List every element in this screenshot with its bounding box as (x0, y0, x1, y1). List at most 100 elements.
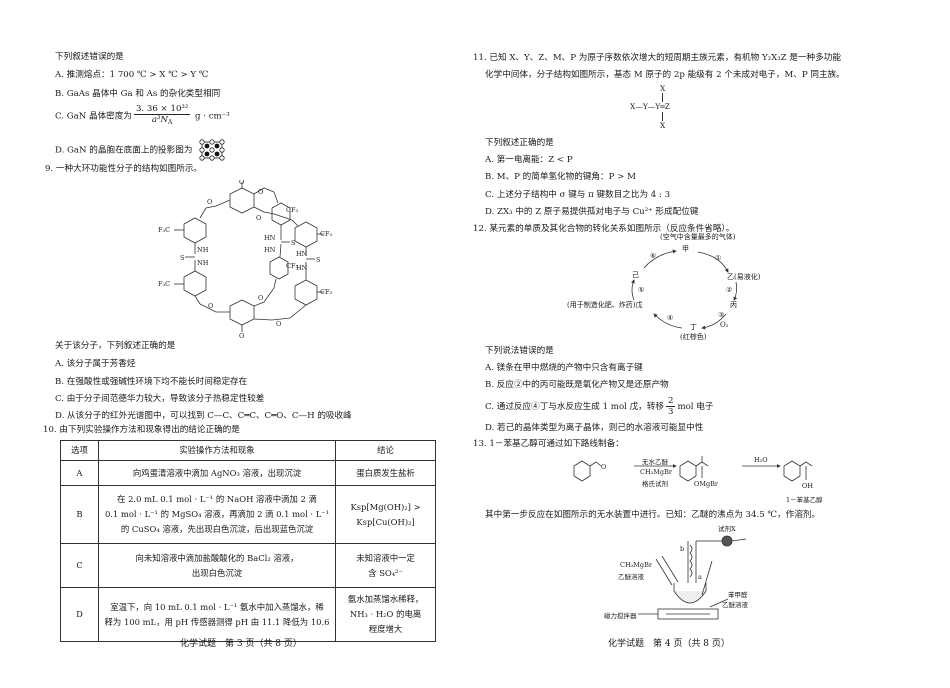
step-5: ⑤ (638, 286, 645, 294)
svg-text:S: S (316, 256, 320, 264)
compound-wu: (用于制造化肥、炸药)戊 (567, 301, 643, 309)
option-cell: A (60, 460, 99, 486)
svg-text:S: S (291, 239, 295, 247)
compound-ding: 丁 (690, 323, 697, 331)
stirrer-label: 磁力搅拌器 (604, 612, 637, 620)
synthesis-route: O 无水乙醚 CH₃MgBr 格氏试剂 OMgBr H₂O OH 1－苯基乙醇 (570, 452, 870, 512)
q11-structure: X X—Y—Y═Z X (630, 84, 710, 130)
q11-option-d: D. ZX₃ 中的 Z 原子易提供孤对电子与 Cu²⁺ 形成配位键 (485, 207, 699, 217)
procedure-line: 向未知溶液中滴加盐酸酸化的 BaCl₂ 溶液， (135, 552, 299, 563)
bond-line (662, 93, 663, 102)
conclusion-line: 蛋白质发生盐析 (356, 467, 415, 478)
conclusion-line: 氨水加蒸馏水稀释， (347, 594, 424, 604)
product-group: OH (802, 482, 813, 490)
procedure-line: 室温下，向 10 mL 0.1 mol · L⁻¹ 氨水中加入蒸馏水，稀 (110, 601, 324, 612)
procedure-cell: 向鸡蛋清溶液中滴加 AgNO₃ 溶液，出现沉淀 (97, 460, 337, 486)
conversion-cycle-diagram: (空气中含量最多的气体) 甲 ① 乙(易液化) ② 丙 ③ O₂ 丁 (红棕色)… (567, 232, 810, 342)
procedure-line: 0.1 mol · L⁻¹ 的 MgSO₄ 溶液，再滴加 2 滴 0.1 mol… (104, 509, 330, 519)
aldehyde-oxygen: O (601, 463, 607, 471)
q11-option-a: A. 第一电离能：Z < P (485, 155, 573, 165)
svg-text:CF₃: CF₃ (320, 288, 332, 296)
apparatus-diagram: 试剂X b a CH₃MgBr 乙醚溶液 苯甲醛 乙醚溶液 磁力搅拌器 (604, 523, 810, 623)
table-header: 选项 (60, 440, 99, 461)
route-structures (573, 456, 813, 482)
svg-text:CF₃: CF₃ (286, 262, 298, 270)
denominator-text: a³N (151, 115, 168, 125)
exam-page-4: 11. 已知 X、Y、Z、M、P 为原子序数依次增大的短周期主族元素，有机物 Y… (470, 0, 950, 688)
svg-text:NH: NH (197, 246, 209, 254)
funnel-label-2: 乙醚溶液 (618, 573, 644, 581)
conclusion-line: Ksp[Mg(OH)₂] > (350, 501, 421, 512)
q11-question: 下列叙述正确的是 (485, 138, 554, 148)
table-row: B 在 2.0 mL 0.1 mol · L⁻¹ 的 NaOH 溶液中滴加 2 … (60, 485, 436, 544)
flask-label: 苯甲醛 (728, 591, 748, 599)
svg-text:HN: HN (264, 246, 276, 254)
structure-atom-bottom: X (660, 121, 666, 130)
q12-stem: 12. 某元素的单质及其化合物的转化关系如图所示（反应条件省略）。 (473, 224, 735, 234)
q11-option-b: B. M、P 的简单氢化物的键角：P > M (485, 172, 636, 182)
reagent-o2: O₂ (720, 321, 729, 329)
apparatus-drawing (638, 535, 747, 620)
q9-stem: 9. 一种大环功能性分子的结构如图所示。 (45, 164, 203, 174)
q8-option-c-label: C. GaN 晶体密度为 (55, 111, 132, 122)
conclusion-cell: 氨水加蒸馏水稀释， NH₃ · H₂O 的电离 程度增大 (335, 587, 436, 642)
q8-option-a: A. 推测熔点：1 700 ℃ > X ℃ > Y ℃ (55, 70, 209, 80)
condenser-inlet-b: b (680, 545, 685, 553)
fraction-numerator: 2 (665, 396, 676, 407)
step-1: ① (715, 254, 722, 262)
q11-option-c: C. 上述分子结构中 σ 键与 π 键数目之比为 4 : 3 (485, 190, 671, 200)
q12-question: 下列说法错误的是 (485, 346, 554, 356)
cycle-arrows (630, 249, 738, 330)
procedure-cell: 向未知溶液中滴加盐酸酸化的 BaCl₂ 溶液， 出现白色沉淀 (97, 543, 337, 588)
conclusion-line: 含 SO₄²⁻ (368, 567, 403, 578)
q12-option-c-unit: mol 电子 (677, 402, 714, 412)
ding-note: (红棕色) (680, 333, 707, 341)
structure-main-chain: X—Y—Y═Z (630, 102, 670, 111)
procedure-cell: 在 2.0 mL 0.1 mol · L⁻¹ 的 NaOH 溶液中滴加 2 滴 … (97, 485, 337, 544)
product-name: 1－苯基乙醇 (786, 496, 823, 504)
jia-note: (空气中含量最多的气体) (660, 233, 736, 241)
svg-text:HN: HN (296, 250, 308, 258)
structure-atom-top: X (660, 84, 666, 93)
conclusion-cell: 未知溶液中一定 含 SO₄²⁻ (335, 543, 436, 588)
table-row: A 向鸡蛋清溶液中滴加 AgNO₃ 溶液，出现沉淀 蛋白质发生盐析 (60, 460, 436, 486)
q8-option-d: D. GaN 的晶胞在底面上的投影图为 (55, 139, 225, 161)
svg-text:O: O (208, 302, 213, 310)
svg-text:NH: NH (197, 259, 209, 267)
flask-label-2: 乙醚溶液 (722, 601, 748, 609)
denominator-sub: A (168, 119, 173, 126)
q9-option-b: B. 在强酸性或强碱性环境下均不能长时间稳定存在 (55, 377, 248, 387)
procedure-line: 出现白色沉淀 (191, 567, 243, 578)
page-footer: 化学试题 第 3 页（共 8 页） (180, 639, 302, 649)
compound-ji: 己 (632, 271, 639, 279)
reagent-x-label: 试剂X (718, 525, 736, 533)
table-row: D 室温下，向 10 mL 0.1 mol · L⁻¹ 氨水中加入蒸馏水，稀 释… (60, 587, 436, 642)
svg-text:O: O (239, 180, 244, 186)
q8-option-b: B. GaAs 晶体中 Ga 和 As 的杂化类型相同 (55, 89, 221, 99)
svg-text:O: O (276, 320, 281, 328)
step-6: ⑥ (650, 252, 657, 260)
table-header: 实验操作方法和现象 (97, 440, 337, 461)
option-cell: D (60, 587, 99, 642)
q9-option-a: A. 该分子属于芳香烃 (55, 359, 136, 369)
svg-text:CF₃: CF₃ (320, 230, 332, 238)
page-footer: 化学试题 第 4 页（共 8 页） (608, 639, 730, 649)
option-cell: C (60, 543, 99, 588)
reagent-water: H₂O (754, 456, 768, 464)
q13-stem: 13. 1－苯基乙醇可通过如下路线制备： (473, 439, 624, 449)
svg-text:F₃C: F₃C (158, 226, 170, 234)
crystal-projection-icon (199, 139, 225, 161)
svg-text:O: O (258, 294, 263, 302)
procedure-cell: 室温下，向 10 mL 0.1 mol · L⁻¹ 氨水中加入蒸馏水，稀 释为 … (97, 587, 337, 642)
conclusion-cell: Ksp[Mg(OH)₂] > Ksp[Cu(OH)₂] (335, 485, 436, 544)
conclusion-line: 未知溶液中一定 (356, 552, 415, 563)
reagent-ether: 无水乙醚 (642, 458, 668, 466)
q8-option-d-label: D. GaN 的晶胞在底面上的投影图为 (55, 145, 193, 156)
step-2: ② (726, 286, 733, 294)
density-unit: g · cm⁻³ (195, 111, 230, 122)
conclusion-line: 程度增大 (368, 624, 403, 634)
